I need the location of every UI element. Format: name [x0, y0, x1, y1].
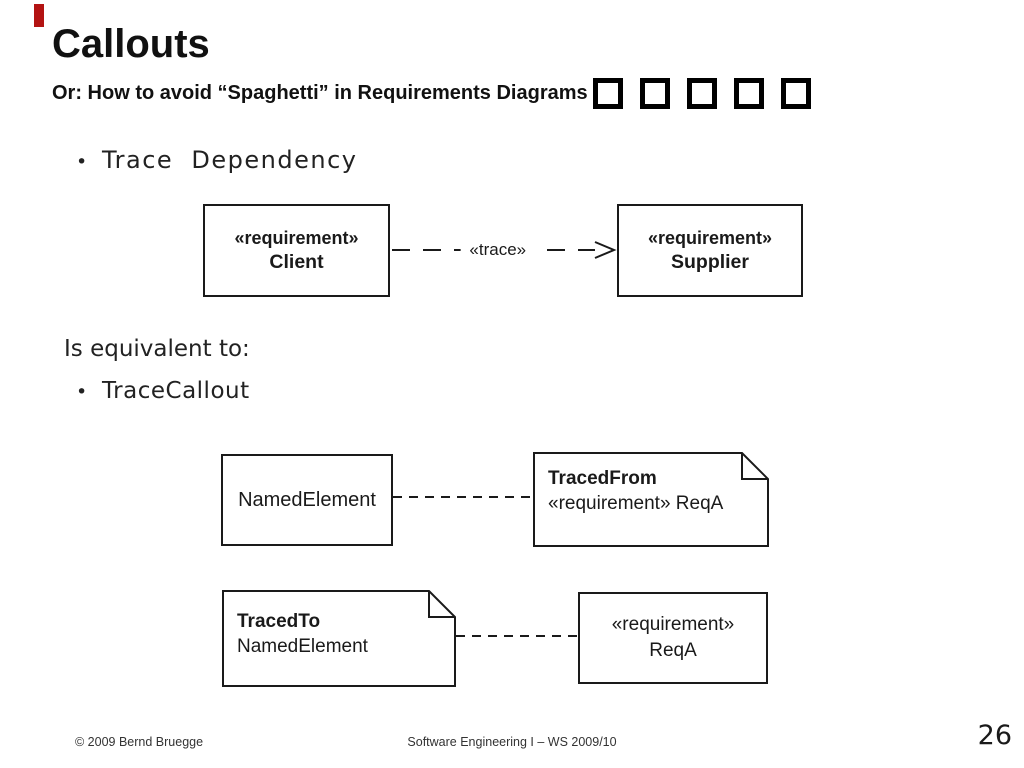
uml-supplier-box: «requirement» Supplier — [617, 204, 803, 297]
note-shape-icon — [222, 590, 456, 687]
tracedfrom-body-label: «requirement» ReqA — [548, 493, 724, 514]
page-title: Callouts — [52, 22, 210, 66]
bullet-icon: • — [76, 151, 88, 173]
trace-dependency-connector: «trace» — [392, 238, 617, 262]
tracedto-connector — [456, 635, 578, 637]
tracedto-body-label: NamedElement — [237, 636, 368, 657]
uml-reqa-box: «requirement» ReqA — [578, 592, 768, 684]
missing-glyph-icon — [639, 78, 670, 109]
trace-label: «trace» — [460, 240, 536, 260]
uml-tracedto-note: TracedTo NamedElement — [222, 590, 456, 687]
supplier-stereotype-label: «requirement» — [647, 228, 773, 248]
namedelement-label: NamedElement — [238, 489, 376, 511]
accent-bar — [34, 4, 44, 27]
missing-glyph-icon — [686, 78, 717, 109]
tracedfrom-title-label: TracedFrom — [548, 468, 657, 489]
uml-namedelement-box: NamedElement — [221, 454, 393, 546]
uml-client-box: «requirement» Client — [203, 204, 390, 297]
missing-glyph-icon — [733, 78, 764, 109]
bullet-trace-dependency: • Trace Dependency — [76, 146, 358, 174]
missing-glyph-icon — [780, 78, 811, 109]
bullet-trace-callout: • TraceCallout — [76, 378, 250, 404]
tracedto-title-label: TracedTo — [237, 611, 321, 632]
note-text: TracedTo NamedElement — [237, 609, 368, 659]
client-name-label: Client — [269, 251, 324, 273]
bullet-trace-dependency-label: Trace Dependency — [102, 146, 358, 174]
footer-course: Software Engineering I – WS 2009/10 — [407, 735, 617, 749]
supplier-name-label: Supplier — [670, 251, 749, 273]
open-arrowhead-icon — [594, 241, 617, 259]
tracedfrom-connector — [393, 496, 533, 498]
reqa-name-label: ReqA — [649, 640, 697, 661]
bullet-icon: • — [76, 381, 88, 403]
note-text: TracedFrom «requirement» ReqA — [548, 466, 723, 516]
page-subtitle: Or: How to avoid “Spaghetti” in Requirem… — [52, 82, 588, 104]
client-stereotype-label: «requirement» — [234, 228, 359, 248]
reqa-stereotype-label: «requirement» — [611, 614, 735, 635]
page-subtitle-row: Or: How to avoid “Spaghetti” in Requirem… — [52, 78, 811, 109]
missing-glyph-icon — [592, 78, 623, 109]
bullet-trace-callout-label: TraceCallout — [102, 378, 250, 404]
page-number: 26 — [977, 720, 1012, 751]
uml-tracedfrom-note: TracedFrom «requirement» ReqA — [533, 452, 769, 547]
note-shape-icon — [533, 452, 769, 547]
equivalent-text: Is equivalent to: — [64, 336, 250, 362]
footer-copyright: © 2009 Bernd Bruegge — [75, 735, 204, 749]
